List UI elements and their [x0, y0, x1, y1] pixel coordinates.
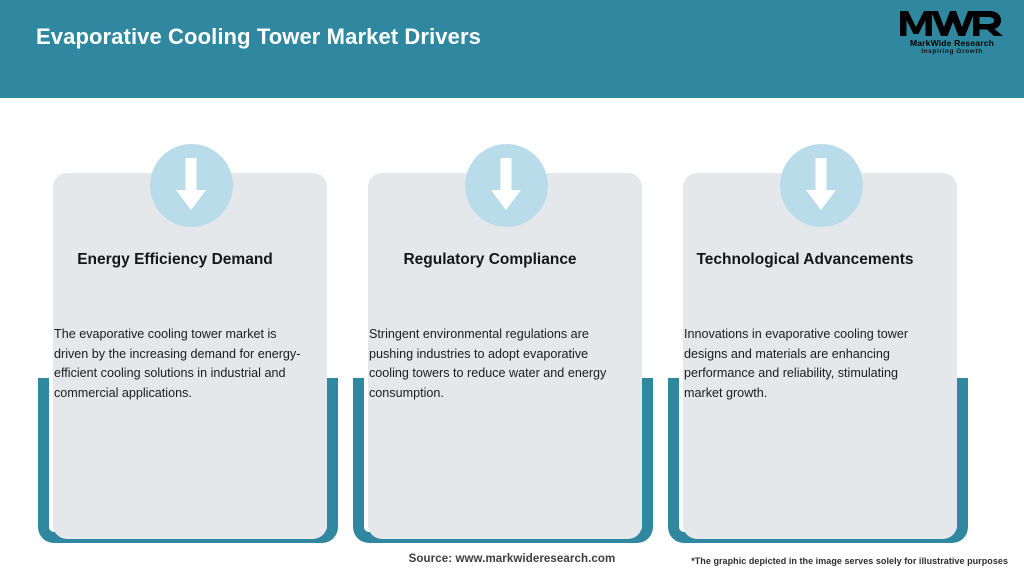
driver-card-3[interactable]: Technological Advancements Innovations i… [668, 98, 981, 546]
brand-logo: MarkWide Research Inspiring Growth [898, 8, 1006, 60]
card-surface [53, 173, 327, 539]
driver-cards-container: Energy Efficiency Demand The evaporative… [0, 98, 1024, 543]
arrow-down-icon [780, 144, 863, 227]
page-title: Evaporative Cooling Tower Market Drivers [36, 24, 481, 49]
page-header: Evaporative Cooling Tower Market Drivers… [0, 0, 1024, 98]
driver-card-2[interactable]: Regulatory Compliance Stringent environm… [353, 98, 666, 546]
arrow-down-icon [465, 144, 548, 227]
card-description: Stringent environmental regulations are … [369, 327, 607, 400]
card-surface [368, 173, 642, 539]
logo-company-name: MarkWide Research [909, 38, 995, 48]
card-title: Energy Efficiency Demand [77, 251, 273, 268]
card-surface [683, 173, 957, 539]
disclaimer-label: *The graphic depicted in the image serve… [691, 556, 1008, 566]
source-label: Source: www.markwideresearch.com [408, 553, 616, 565]
card-title: Technological Advancements [696, 251, 914, 268]
card-description: The evaporative cooling tower market is … [54, 327, 301, 400]
logo-tagline: Inspiring Growth [921, 48, 983, 55]
card-description: Innovations in evaporative cooling tower… [684, 327, 909, 400]
card-title: Regulatory Compliance [403, 251, 577, 268]
mwr-logo-icon [898, 8, 1006, 38]
driver-card-1[interactable]: Energy Efficiency Demand The evaporative… [38, 98, 351, 546]
arrow-down-icon [150, 144, 233, 227]
